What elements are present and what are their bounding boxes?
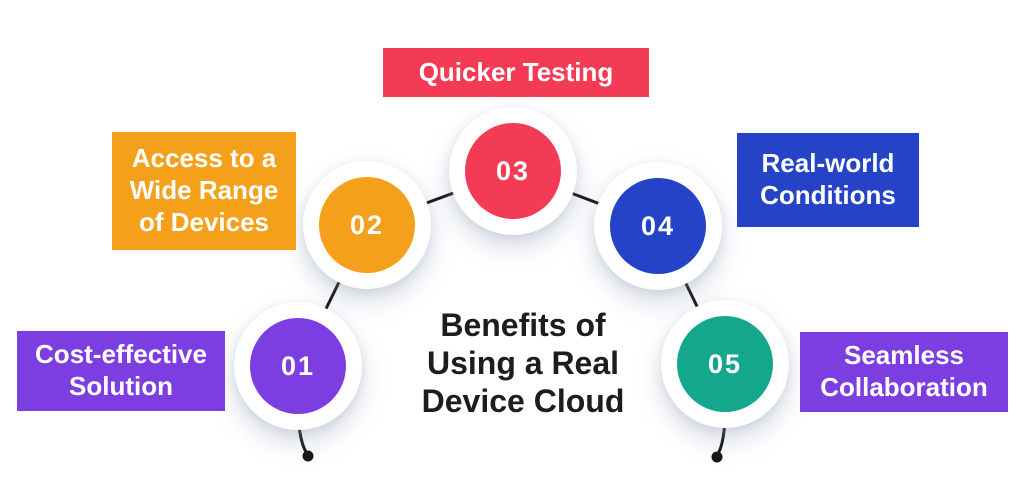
- step-node-03: 03: [449, 107, 577, 235]
- label-box-seamless-collaboration: Seamless Collaboration: [800, 332, 1008, 412]
- step-node-02: 02: [303, 161, 431, 289]
- step-number-01: 01: [280, 350, 316, 381]
- label-line: Quicker Testing: [418, 56, 614, 87]
- step-number-02: 02: [349, 209, 385, 240]
- label-box-access-devices: Access to a Wide Range of Devices: [112, 132, 296, 250]
- page-title: Benefits of Using a Real Device Cloud: [373, 306, 673, 420]
- label-line: Real-world: [761, 148, 895, 179]
- label-box-cost-effective: Cost-effective Solution: [17, 331, 225, 411]
- label-line: Access to a: [131, 143, 277, 174]
- label-line: Cost-effective: [35, 339, 207, 370]
- step-circle-02: 02: [319, 177, 415, 273]
- step-circle-01: 01: [250, 318, 346, 414]
- title-line: Using a Real: [426, 345, 620, 381]
- step-circle-05: 05: [677, 316, 773, 412]
- label-line: of Devices: [138, 206, 270, 237]
- label-line: Solution: [69, 371, 173, 401]
- step-node-01: 01: [234, 302, 362, 430]
- label-line: Wide Range: [129, 175, 279, 206]
- step-number-03: 03: [495, 155, 531, 186]
- title-line: Device Cloud: [421, 383, 625, 419]
- step-circle-03: 03: [465, 123, 561, 219]
- step-number-05: 05: [707, 348, 743, 379]
- step-node-05: 05: [661, 300, 789, 428]
- title-line: Benefits of: [440, 307, 606, 343]
- label-line: Conditions: [760, 180, 896, 210]
- label-line: Collaboration: [820, 372, 988, 402]
- label-box-real-world-conditions: Real-world Conditions: [737, 133, 919, 227]
- tail-dot-05: [711, 451, 723, 463]
- step-node-04: 04: [594, 162, 722, 290]
- label-line: Seamless: [844, 340, 964, 371]
- tail-dot-01: [302, 450, 314, 462]
- step-number-04: 04: [640, 210, 676, 241]
- label-box-quicker-testing: Quicker Testing: [383, 48, 649, 97]
- step-circle-04: 04: [610, 178, 706, 274]
